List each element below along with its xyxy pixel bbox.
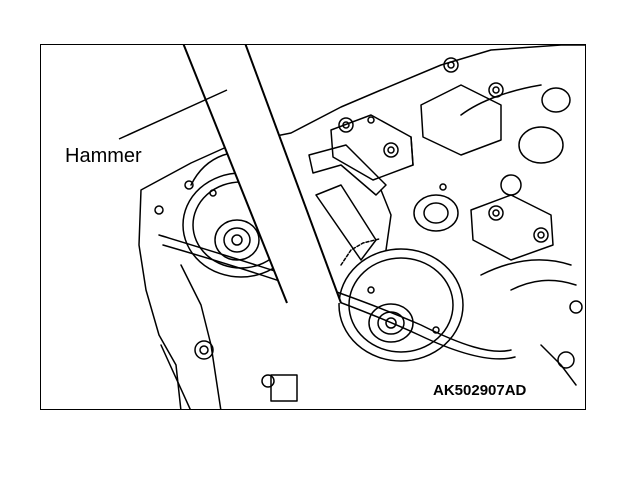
bolt-boss (194, 340, 214, 360)
figure-id: AK502907AD (433, 382, 527, 399)
callout-label-hammer: Hammer (65, 145, 142, 167)
engine-line-drawing (118, 45, 585, 409)
hammer-handle (182, 45, 342, 304)
technical-illustration: Hammer AK502907AD (40, 44, 586, 410)
callout-leader-line (118, 89, 228, 140)
camshaft-lobes (413, 84, 583, 386)
right-cam-sprocket (338, 238, 464, 362)
chain-guide (308, 144, 387, 196)
camshaft-bearing-caps (330, 57, 554, 261)
